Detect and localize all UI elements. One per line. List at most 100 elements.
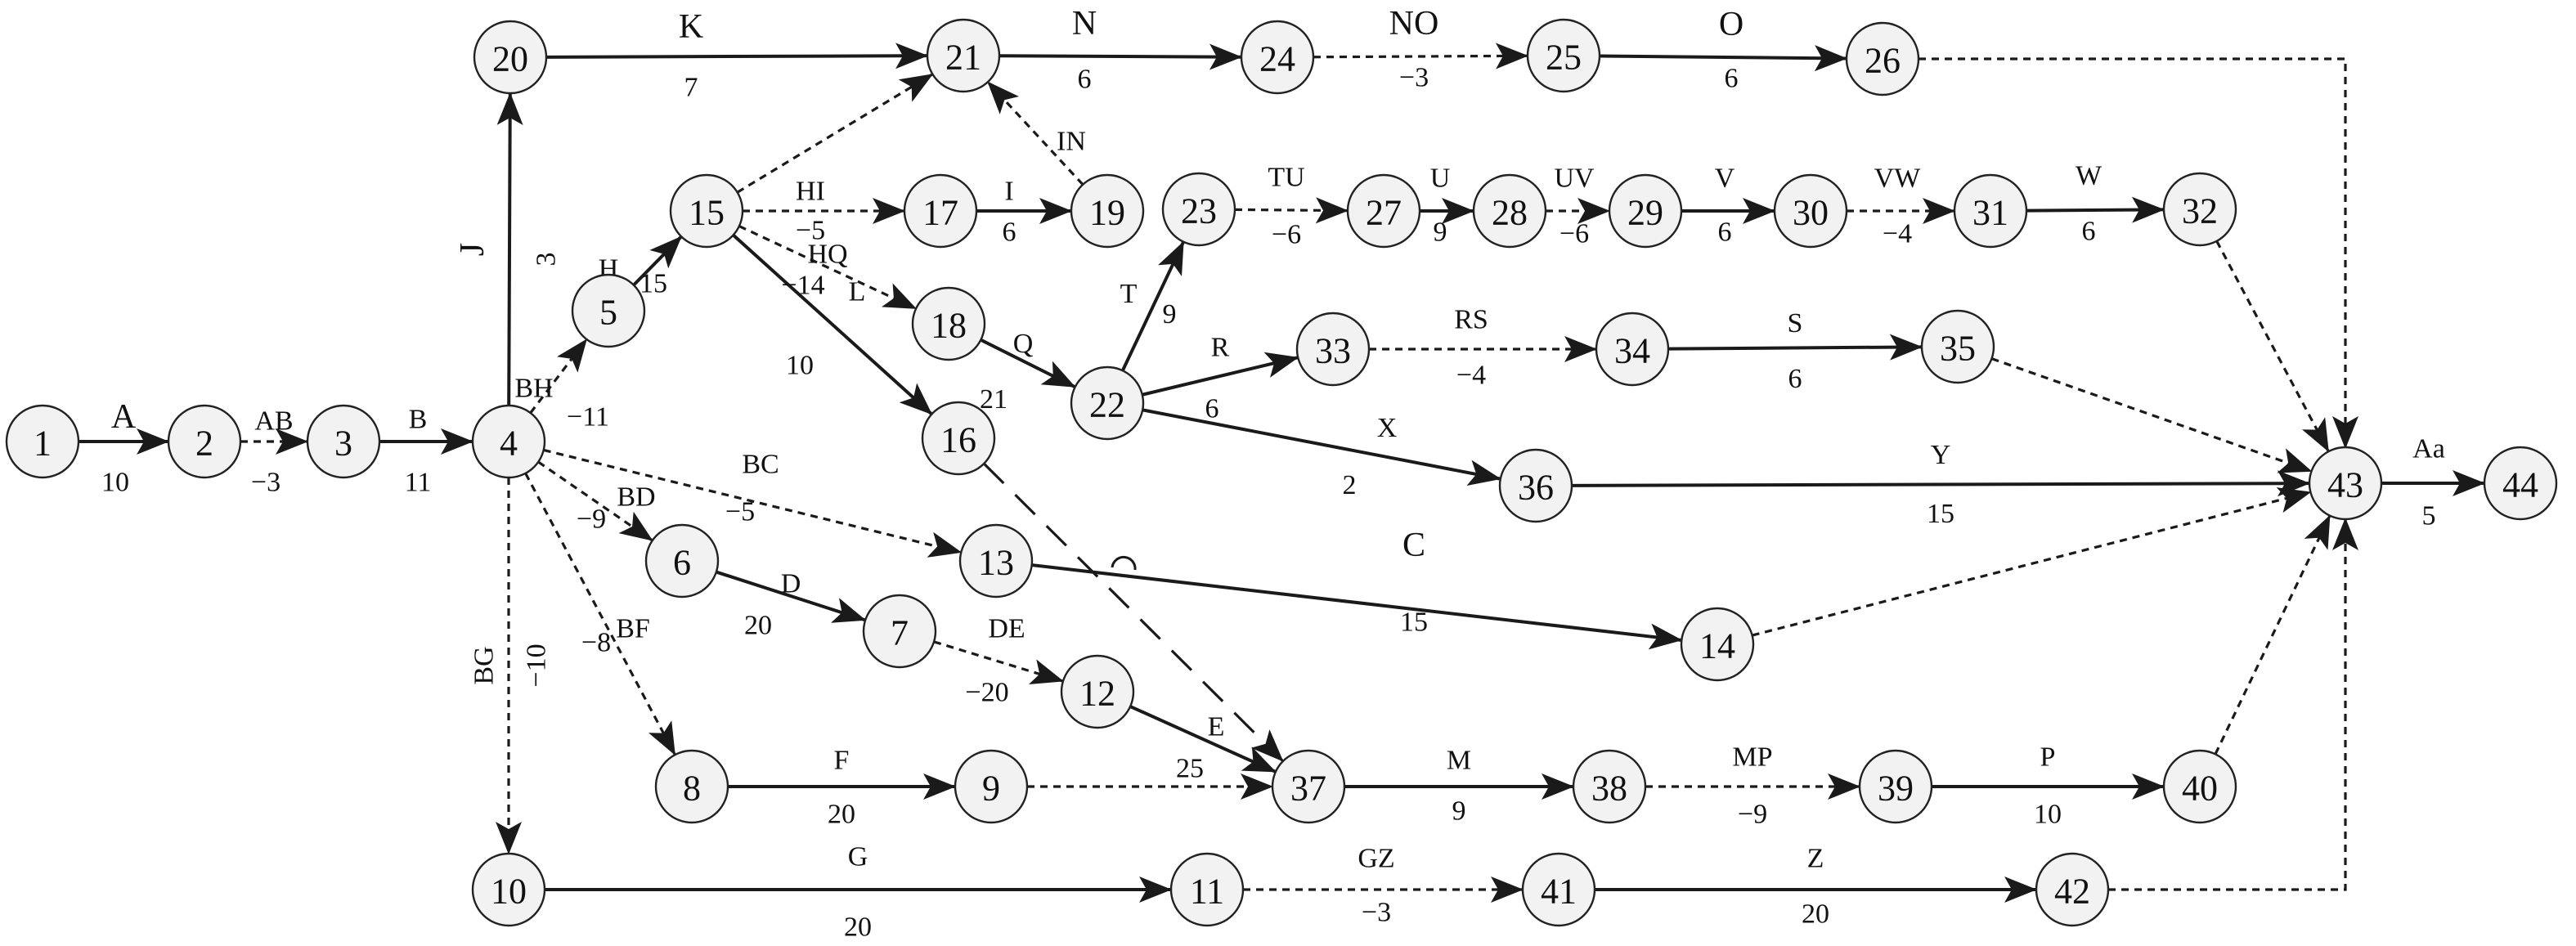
activity-name-activity-u-27-28: U [1430,164,1451,194]
event-circle-2 [167,404,242,479]
event-number-36: 36 [1518,468,1554,508]
event-node-15: 15 [669,173,744,249]
event-circle-22 [1070,365,1145,441]
event-number-18: 18 [931,306,967,346]
event-number-23: 23 [1181,191,1217,231]
activity-name-activity-bg-4-10: BG [469,646,500,684]
activity-duration-activity-vw-30-31: −4 [1883,219,1912,249]
arrow-activity-e-12-37 [1129,705,1277,773]
event-node-19: 19 [1070,173,1145,249]
activity-name-activity-k-20-21: K [679,8,703,46]
event-node-31: 31 [1953,173,2028,249]
arrow-activity-y-36-43 [1571,470,2311,497]
event-number-8: 8 [683,769,701,809]
event-circle-39 [1858,749,1933,824]
event-number-11: 11 [1190,872,1224,912]
activity-duration-activity-u-27-28: 9 [1434,217,1447,248]
event-circle-37 [1271,749,1346,824]
activity-duration-activity-o-25-26: 6 [1725,64,1739,94]
event-node-12: 12 [1060,654,1135,729]
event-number-41: 41 [1541,872,1577,912]
event-circle-41 [1521,852,1596,927]
event-node-13: 13 [958,523,1034,599]
event-number-19: 19 [1089,193,1125,233]
activity-duration-activity-r-22-33: 6 [1205,394,1219,424]
event-circle-30 [1773,173,1848,249]
activity-duration-activity-t-22-23: 9 [1163,299,1177,330]
event-number-17: 17 [922,193,958,233]
activity-duration-activity-i-17-19: 6 [1003,217,1016,248]
event-number-7: 7 [891,613,909,653]
event-circle-7 [862,594,937,669]
activity-duration-activity-h-5-15: 15 [640,269,667,299]
activity-duration-activity-mp-38-39: −9 [1738,800,1767,830]
event-circle-31 [1953,173,2028,249]
event-number-42: 42 [2054,872,2090,912]
activity-duration-activity-a-1-2: 10 [101,468,129,498]
activity-name-activity-x-22-36: X [1377,413,1398,443]
activity-duration-activity-l-15-16: 10 [786,351,814,381]
event-node-25: 25 [1526,18,1601,93]
event-circle-9 [954,749,1029,824]
activity-name-activity-w-31-32: W [2076,161,2103,191]
event-circle-20 [473,20,548,95]
event-number-31: 31 [1972,193,2008,233]
arrow-activity-w-31-32 [2026,196,2165,223]
event-node-7: 7 [862,594,937,669]
activity-duration-activity-f-8-9: 20 [828,800,855,830]
event-number-15: 15 [689,193,725,233]
event-number-33: 33 [1315,331,1351,371]
event-node-39: 39 [1858,749,1933,824]
event-node-37: 37 [1271,749,1346,824]
event-circle-28 [1472,173,1547,249]
activity-name-activity-aa-43-44: Aa [2412,434,2445,464]
arrow-activity-s-34-35 [1667,334,1923,361]
activity-name-activity-b-3-4: B [409,405,428,435]
event-number-39: 39 [1878,769,1914,809]
event-circle-21 [926,18,1001,93]
event-circle-34 [1595,312,1670,387]
arrow-activity-de-7-12 [933,640,1064,685]
event-circle-18 [911,286,986,361]
event-circle-5 [571,273,646,348]
event-node-40: 40 [2162,749,2237,824]
activity-duration-activity-q-18-22: 21 [980,384,1008,415]
activity-duration-activity-s-34-35: 6 [1788,364,1802,394]
event-node-32: 32 [2162,172,2237,247]
activity-name-activity-rs-33-34: RS [1454,305,1488,335]
event-circle-14 [1680,607,1755,682]
event-number-35: 35 [1940,329,1976,369]
activity-name-activity-de-7-12: DE [988,614,1025,644]
event-number-1: 1 [34,424,52,464]
event-circle-25 [1526,18,1601,93]
activity-name-activity-n-21-24: N [1072,5,1097,43]
activity-name-activity-d-6-7: D [781,569,801,599]
event-number-2: 2 [195,424,213,464]
arrow-activity-tu-23-27 [1234,197,1349,224]
event-circle-33 [1295,312,1371,387]
activity-duration-activity-g-10-11: 20 [844,912,872,943]
event-circle-27 [1346,173,1421,249]
event-circle-11 [1169,852,1245,927]
activity-duration-activity-gz-11-41: −3 [1362,898,1391,928]
event-node-4: 4 [471,404,546,479]
activity-duration-activity-k-20-21: 7 [684,73,698,103]
activity-duration-activity-bf-4-8: −8 [581,628,611,658]
event-circle-43 [2308,446,2383,521]
arrow-activity-dummy-26-43 [1919,57,2358,449]
activity-name-activity-j-4-20: J [454,243,491,256]
event-number-24: 24 [1259,39,1295,79]
activity-duration-activity-w-31-32: 6 [2082,217,2096,247]
event-number-20: 20 [492,39,528,79]
activity-name-activity-hq-15-18: HQ [807,240,847,270]
activity-duration-activity-hi-15-17: −5 [796,216,825,246]
event-number-10: 10 [491,872,527,912]
event-node-34: 34 [1595,312,1670,387]
event-number-6: 6 [673,543,691,583]
activity-name-activity-tu-23-27: TU [1268,163,1304,193]
event-circle-10 [471,852,546,927]
activity-name-activity-z-41-42: Z [1807,844,1824,874]
event-node-6: 6 [644,523,720,599]
event-node-1: 1 [5,404,80,479]
